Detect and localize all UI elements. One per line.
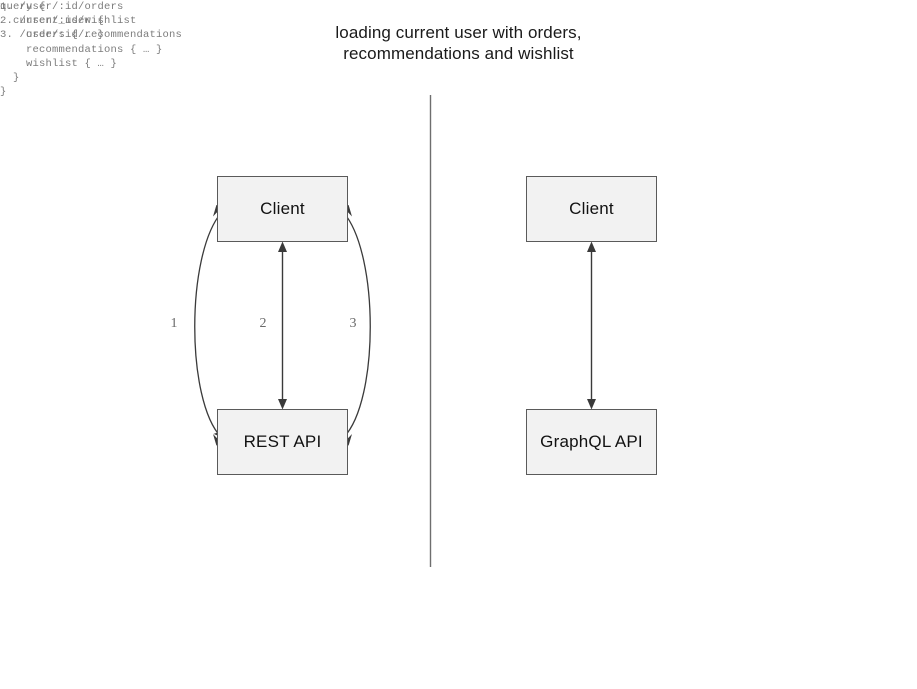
diagram-title: loading current user with orders, recomm… [335, 23, 582, 63]
edge-2-arrowhead-top [278, 241, 287, 252]
edge-graphql-arrowhead-top [587, 241, 596, 252]
edge-2-arrowhead-bottom [278, 399, 287, 410]
edge-label-2: 2 [259, 316, 267, 331]
node-graphql-api[interactable]: GraphQL API [526, 409, 657, 475]
node-client-rest[interactable]: Client [217, 176, 348, 242]
node-rest-api[interactable]: REST API [217, 409, 348, 475]
edge-graphql-arrowhead-bottom [587, 399, 596, 410]
edge-3-curve [343, 212, 371, 438]
node-client-graphql[interactable]: Client [526, 176, 657, 242]
graphql-query-block: query { current_user { orders { … } reco… [0, 1, 163, 99]
edge-label-3: 3 [349, 316, 357, 331]
edge-label-1: 1 [170, 316, 178, 331]
rest-endpoints-list: 1. /user/:id/orders 2. /user/:id/wishlis… [0, 1, 183, 42]
edge-1-curve [194, 212, 222, 438]
